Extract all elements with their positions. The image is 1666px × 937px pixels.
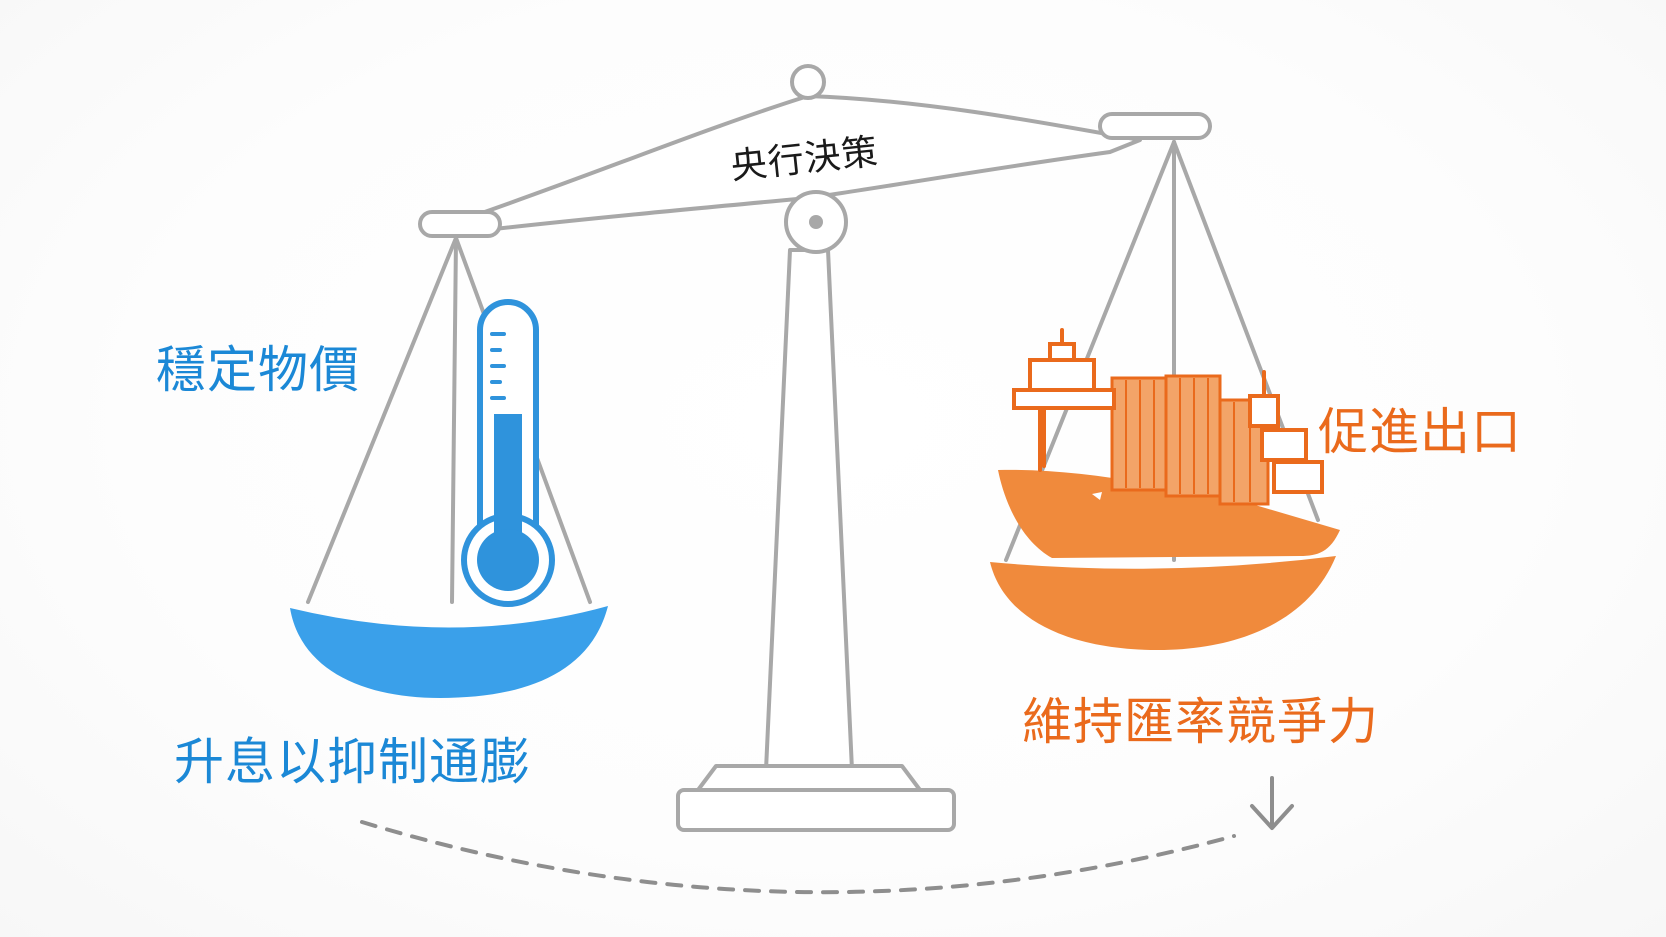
thermometer-icon	[461, 299, 555, 607]
left-goal-label: 穩定物價	[156, 341, 360, 399]
right-goal-label: 促進出口	[1318, 403, 1522, 461]
left-pan	[290, 606, 608, 698]
curved-dashed-arrow-icon	[360, 776, 1294, 895]
left-action-label: 升息以抑制通膨	[174, 733, 531, 791]
right-action-label: 維持匯率競爭力	[1022, 693, 1379, 751]
scale-stand	[676, 248, 956, 832]
right-pan	[990, 556, 1336, 650]
container-ship-icon	[998, 328, 1340, 558]
scale-beam	[418, 64, 1212, 254]
